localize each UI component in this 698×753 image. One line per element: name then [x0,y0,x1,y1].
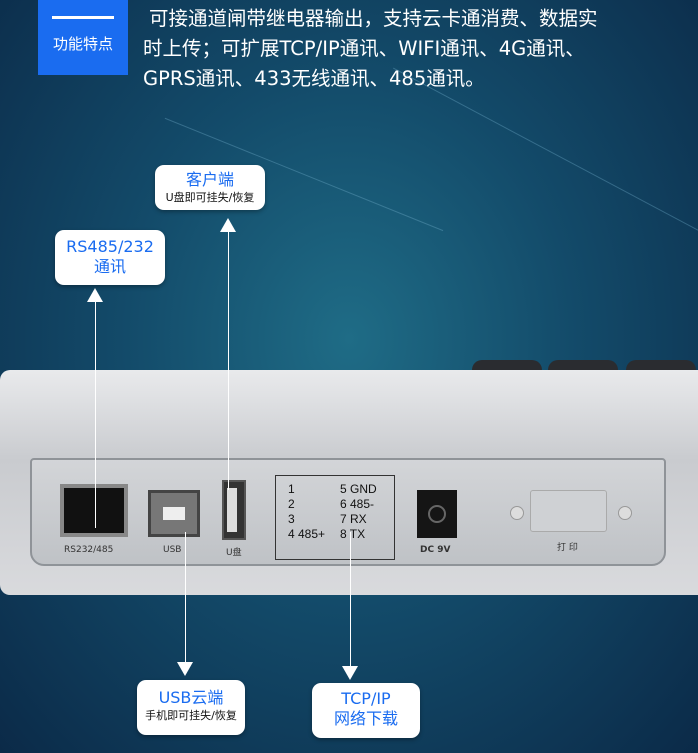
rj45-label: RS232/485 [64,545,114,555]
description-line: 时上传；可扩展TCP/IP通讯、WIFI通讯、4G通讯、 [143,37,585,60]
pin-label: 7 RX [340,512,367,526]
pin-label: 6 485- [340,497,375,511]
pin-label: 3 [288,512,295,526]
printer-port [530,490,607,532]
badge-label: 功能特点 [52,35,113,53]
arrow-down-icon [342,666,358,680]
pin-table: 1 5 GND 2 6 485- 3 7 RX 4 485+ 8 TX [275,475,395,560]
dc-power-jack [417,490,457,538]
rj45-port [60,484,128,537]
callout-title: USB云端 [158,688,224,707]
pointer-line [95,298,96,528]
feature-description: 可接通道闸带继电器输出，支持云卡通消费、数据实 时上传；可扩展TCP/IP通讯、… [143,4,683,94]
pin-label: 2 [288,497,295,511]
callout-subtitle: 网络下载 [333,709,398,728]
feature-badge: 功能特点 [38,0,128,75]
badge-bar [52,16,114,19]
arrow-up-icon [220,218,236,232]
pointer-line [350,532,351,672]
callout-usb-cloud: USB云端 手机即可挂失/恢复 [137,680,245,735]
screw-hole [618,506,632,520]
usb-a-port [222,480,246,540]
usb-label: USB [163,545,182,555]
pin-label: 5 GND [340,482,377,496]
dc-label: DC 9V [420,545,451,555]
callout-subtitle: 通讯 [93,257,126,276]
arrow-down-icon [177,662,193,676]
callout-subtitle: U盘即可挂失/恢复 [165,191,255,204]
pin-label: 4 485+ [288,527,326,541]
pointer-line [228,228,229,490]
arrow-up-icon [87,288,103,302]
callout-title: 客户端 [185,170,234,189]
callout-subtitle: 手机即可挂失/恢复 [145,709,237,722]
callout-client: 客户端 U盘即可挂失/恢复 [155,165,265,210]
callout-title: TCP/IP [341,689,391,708]
udisk-label: U盘 [226,548,242,558]
printer-label: 打 印 [557,543,578,553]
pin-label: 1 [288,482,295,496]
callout-tcpip: TCP/IP 网络下载 [312,683,420,738]
description-line: 可接通道闸带继电器输出，支持云卡通消费、数据实 [149,7,598,30]
callout-rs485: RS485/232 通讯 [55,230,165,285]
screw-hole [510,506,524,520]
usb-b-port [148,490,200,537]
pointer-line [185,532,186,668]
callout-title: RS485/232 [66,237,154,256]
description-line: GPRS通讯、433无线通讯、485通讯。 [143,67,485,90]
pin-label: 8 TX [340,527,366,541]
